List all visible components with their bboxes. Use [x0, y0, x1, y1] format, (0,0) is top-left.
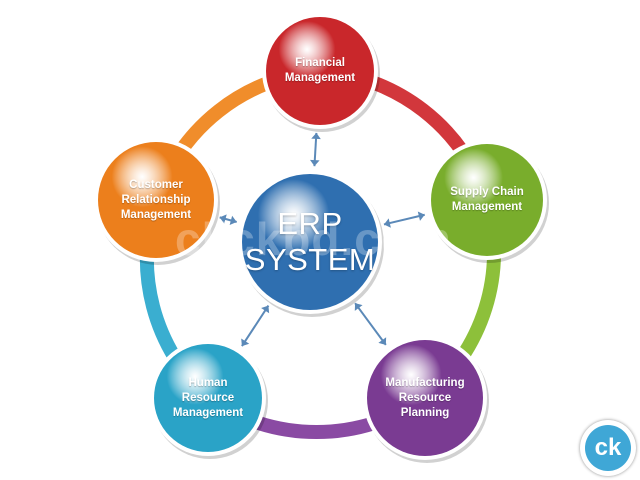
human-resource-node	[150, 340, 268, 459]
human-resource-management-label: Human Resource Management	[172, 376, 244, 419]
financial-node	[262, 13, 380, 132]
arrow-human-resource	[241, 305, 270, 347]
arrow-supply-chain	[383, 211, 425, 228]
arrow-crm	[219, 214, 237, 226]
erp-system-node	[238, 170, 384, 317]
erp-system-label: ERP SYSTEM	[244, 206, 376, 277]
financial-management-label: Financial Management	[284, 57, 356, 84]
arrow-financial	[309, 132, 321, 167]
crm-node	[94, 138, 220, 265]
clickbd-logo-icon: ck	[585, 425, 631, 471]
manufacturing-node	[363, 336, 489, 463]
supply-chain-management-label: Supply Chain Management	[450, 186, 524, 213]
manufacturing-resource-planning-label: Manufacturing Resource Planning	[385, 376, 465, 419]
clickbd-logo-badge: ck	[580, 420, 636, 476]
supply-chain-node	[427, 140, 549, 263]
customer-relationship-management-label: Customer Relationship Management	[120, 178, 192, 221]
arrow-manufacturing	[354, 302, 387, 346]
